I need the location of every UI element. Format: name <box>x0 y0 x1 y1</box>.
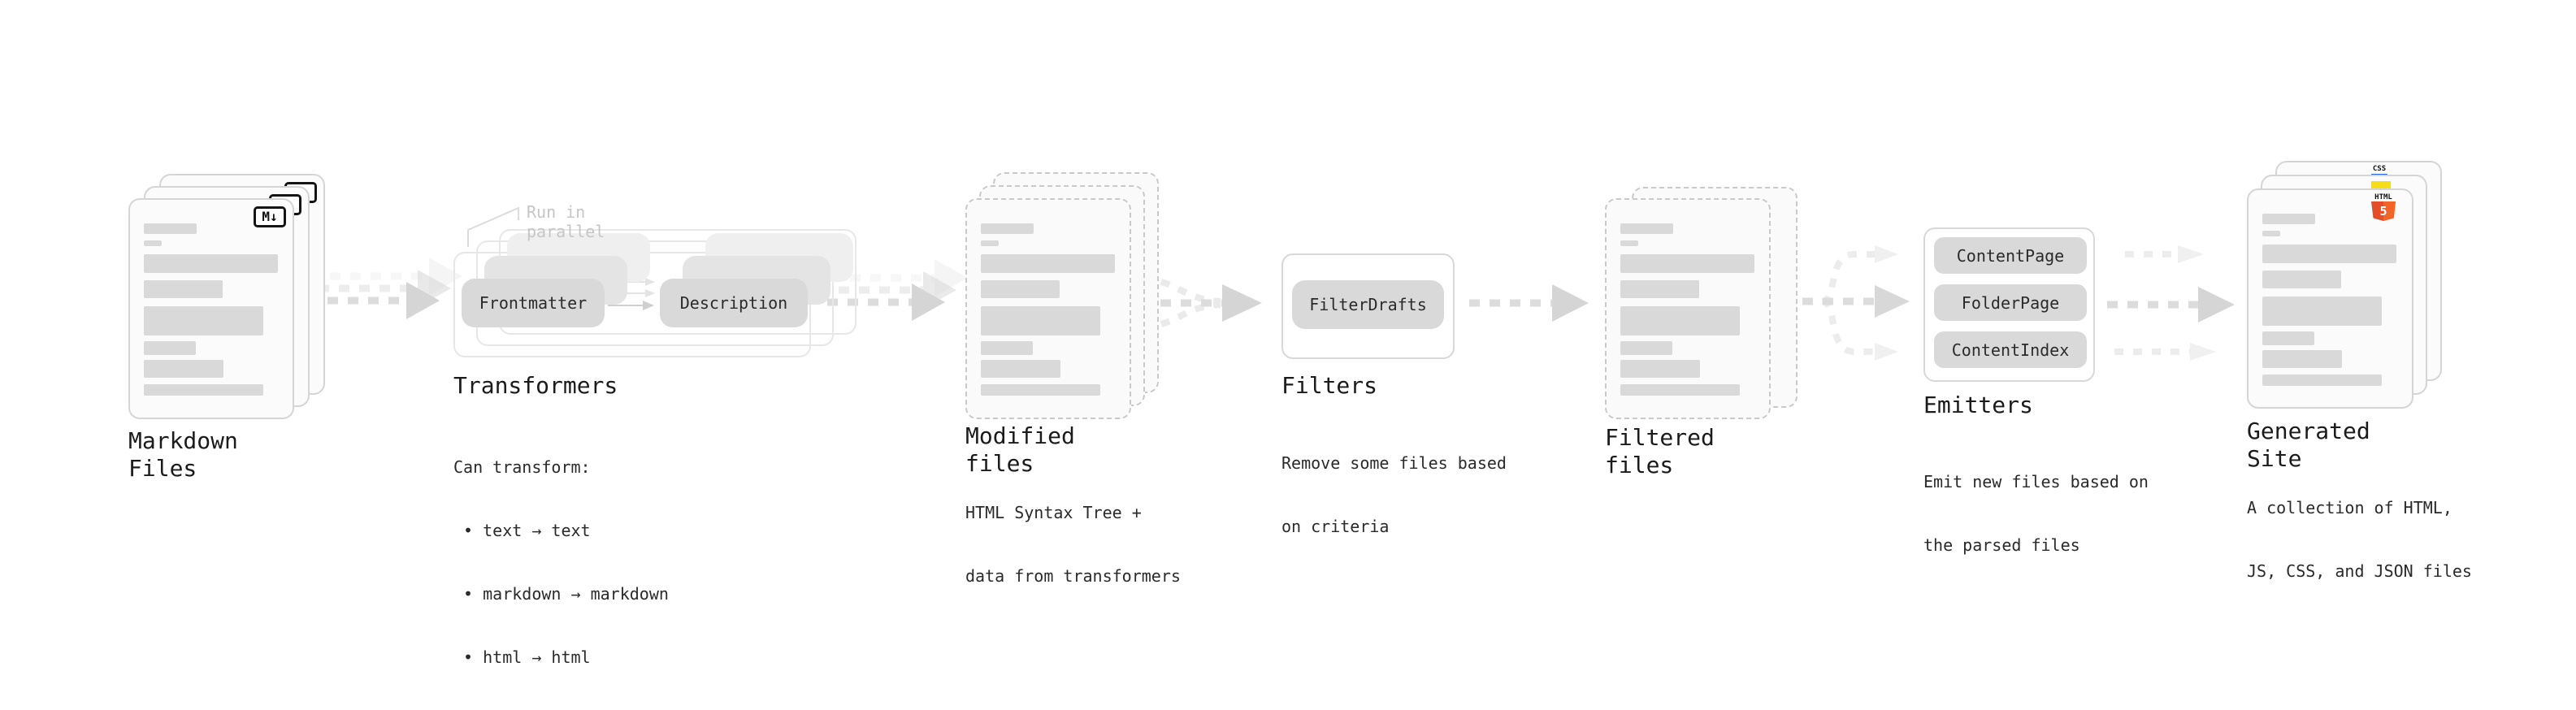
arrow-markdown-to-transformers <box>307 258 462 319</box>
css-icon-label: CSS <box>2372 165 2387 173</box>
placeholder-bar <box>144 384 263 396</box>
placeholder-bar <box>2262 331 2314 345</box>
placeholder-bar <box>981 360 1060 378</box>
pipeline-diagram: M↓ M↓ M↓ Markdown Files Run in parallel … <box>128 161 2472 667</box>
placeholder-bar <box>981 384 1100 396</box>
placeholder-bar <box>2262 231 2280 236</box>
filterdrafts-pill: FilterDrafts <box>1292 280 1444 329</box>
placeholder-bar <box>2262 271 2341 288</box>
file-card-front <box>965 198 1131 419</box>
placeholder-bar <box>2262 350 2342 368</box>
placeholder-bar <box>1620 223 1673 234</box>
markdown-icon: M↓ <box>254 206 286 227</box>
placeholder-bar <box>2262 214 2315 224</box>
placeholder-bar <box>981 240 999 246</box>
desc-line: Emit new files based on <box>1923 472 2149 491</box>
run-in-parallel-note: Run in parallel <box>527 202 605 241</box>
placeholder-bar <box>1620 280 1699 298</box>
placeholder-bar <box>144 240 162 246</box>
placeholder-bar <box>1620 306 1740 336</box>
folderpage-pill: FolderPage <box>1934 284 2087 321</box>
arrow-transformers-to-modified <box>827 259 968 321</box>
placeholder-bar <box>981 306 1100 336</box>
placeholder-bar <box>144 254 278 273</box>
arrow-filters-to-filtered <box>1469 284 1589 322</box>
placeholder-bar <box>2262 297 2382 326</box>
placeholder-bar <box>1620 341 1672 355</box>
html5-icon: HTML 5 <box>2366 192 2400 226</box>
placeholder-bar <box>144 360 223 378</box>
desc-line: Remove some files based <box>1281 453 1507 473</box>
frontmatter-pill: Frontmatter <box>462 279 605 327</box>
file-card-front <box>1605 198 1771 419</box>
emitters-description: Emit new files based on the parsed files <box>1923 429 2149 598</box>
filters-title: Filters <box>1281 372 1378 399</box>
placeholder-bar <box>1620 360 1700 378</box>
desc-line: on criteria <box>1281 517 1390 536</box>
contentpage-pill: ContentPage <box>1934 237 2087 274</box>
placeholder-bar <box>2262 374 2382 386</box>
arrow-modified-to-filters-converge <box>1140 276 1262 330</box>
placeholder-bar <box>1620 384 1740 396</box>
placeholder-bar <box>981 280 1060 298</box>
transformers-description: Can transform: • text → text • markdown … <box>453 414 669 710</box>
placeholder-bar <box>144 280 223 298</box>
arrow-emitters-to-site <box>2107 245 2235 361</box>
placeholder-bar <box>1620 240 1638 246</box>
desc-line: A collection of HTML, <box>2247 498 2452 517</box>
markdown-files-title: Markdown Files <box>128 427 238 482</box>
emitters-title: Emitters <box>1923 392 2033 418</box>
placeholder-bar <box>144 341 196 355</box>
javascript-icon <box>2371 181 2391 190</box>
generated-site-description: A collection of HTML, JS, CSS, and JSON … <box>2247 455 2472 624</box>
file-card-front: HTML 5 <box>2247 188 2413 409</box>
page: { "diagram": { "nodes": { "markdown_file… <box>128 161 2472 667</box>
desc-line: • markdown → markdown <box>453 584 669 604</box>
placeholder-bar <box>2262 245 2396 263</box>
placeholder-bar <box>1620 254 1754 273</box>
desc-line: JS, CSS, and JSON files <box>2247 561 2472 581</box>
modified-files-description: HTML Syntax Tree + data from transformer… <box>965 460 1181 629</box>
filters-description: Remove some files based on criteria <box>1281 410 1507 579</box>
transformers-title: Transformers <box>453 372 618 399</box>
modified-files-title: Modified files <box>965 422 1075 477</box>
desc-line: the parsed files <box>1923 535 2080 555</box>
run-in-parallel-callout-line <box>467 206 519 247</box>
svg-text:HTML: HTML <box>2374 193 2392 201</box>
desc-line: HTML Syntax Tree + <box>965 503 1142 522</box>
placeholder-bar <box>981 254 1115 273</box>
generated-site-title: Generated Site <box>2247 418 2370 472</box>
arrow-filtered-to-emitters-fanout <box>1782 245 1910 361</box>
placeholder-bar <box>981 223 1034 234</box>
desc-line: • text → text <box>453 521 591 540</box>
file-card-front: M↓ <box>128 198 294 419</box>
filtered-files-title: Filtered files <box>1605 424 1715 478</box>
desc-line: • html → html <box>453 647 591 667</box>
connector-layer <box>307 206 2235 361</box>
placeholder-bar <box>981 341 1033 355</box>
svg-text:5: 5 <box>2379 204 2387 219</box>
placeholder-bar <box>144 306 263 336</box>
desc-line: data from transformers <box>965 566 1181 586</box>
description-pill: Description <box>660 279 808 327</box>
desc-line: Can transform: <box>453 457 591 477</box>
placeholder-bar <box>144 223 197 234</box>
contentindex-pill: ContentIndex <box>1934 331 2087 368</box>
